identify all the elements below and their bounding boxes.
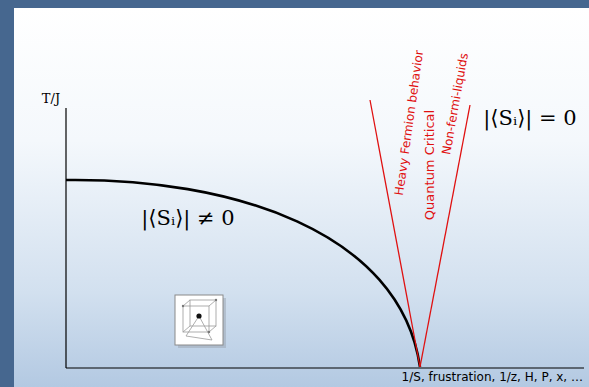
phase-boundary <box>66 180 420 367</box>
axis-label: T/J <box>42 92 60 107</box>
crystal-icon <box>175 295 226 348</box>
background-panel <box>14 8 589 387</box>
axis-label: 1/S, frustration, 1/z, H, P, x, … <box>402 371 583 385</box>
x-axis <box>66 367 584 368</box>
regime-label: Quantum Critical <box>423 110 438 220</box>
phase-label: |⟨Sᵢ⟩| = 0 <box>483 106 576 130</box>
regime-label: Non-fermi-liquids <box>440 52 471 156</box>
phase-label: |⟨Sᵢ⟩| ≠ 0 <box>141 206 234 230</box>
y-axis <box>65 108 66 368</box>
